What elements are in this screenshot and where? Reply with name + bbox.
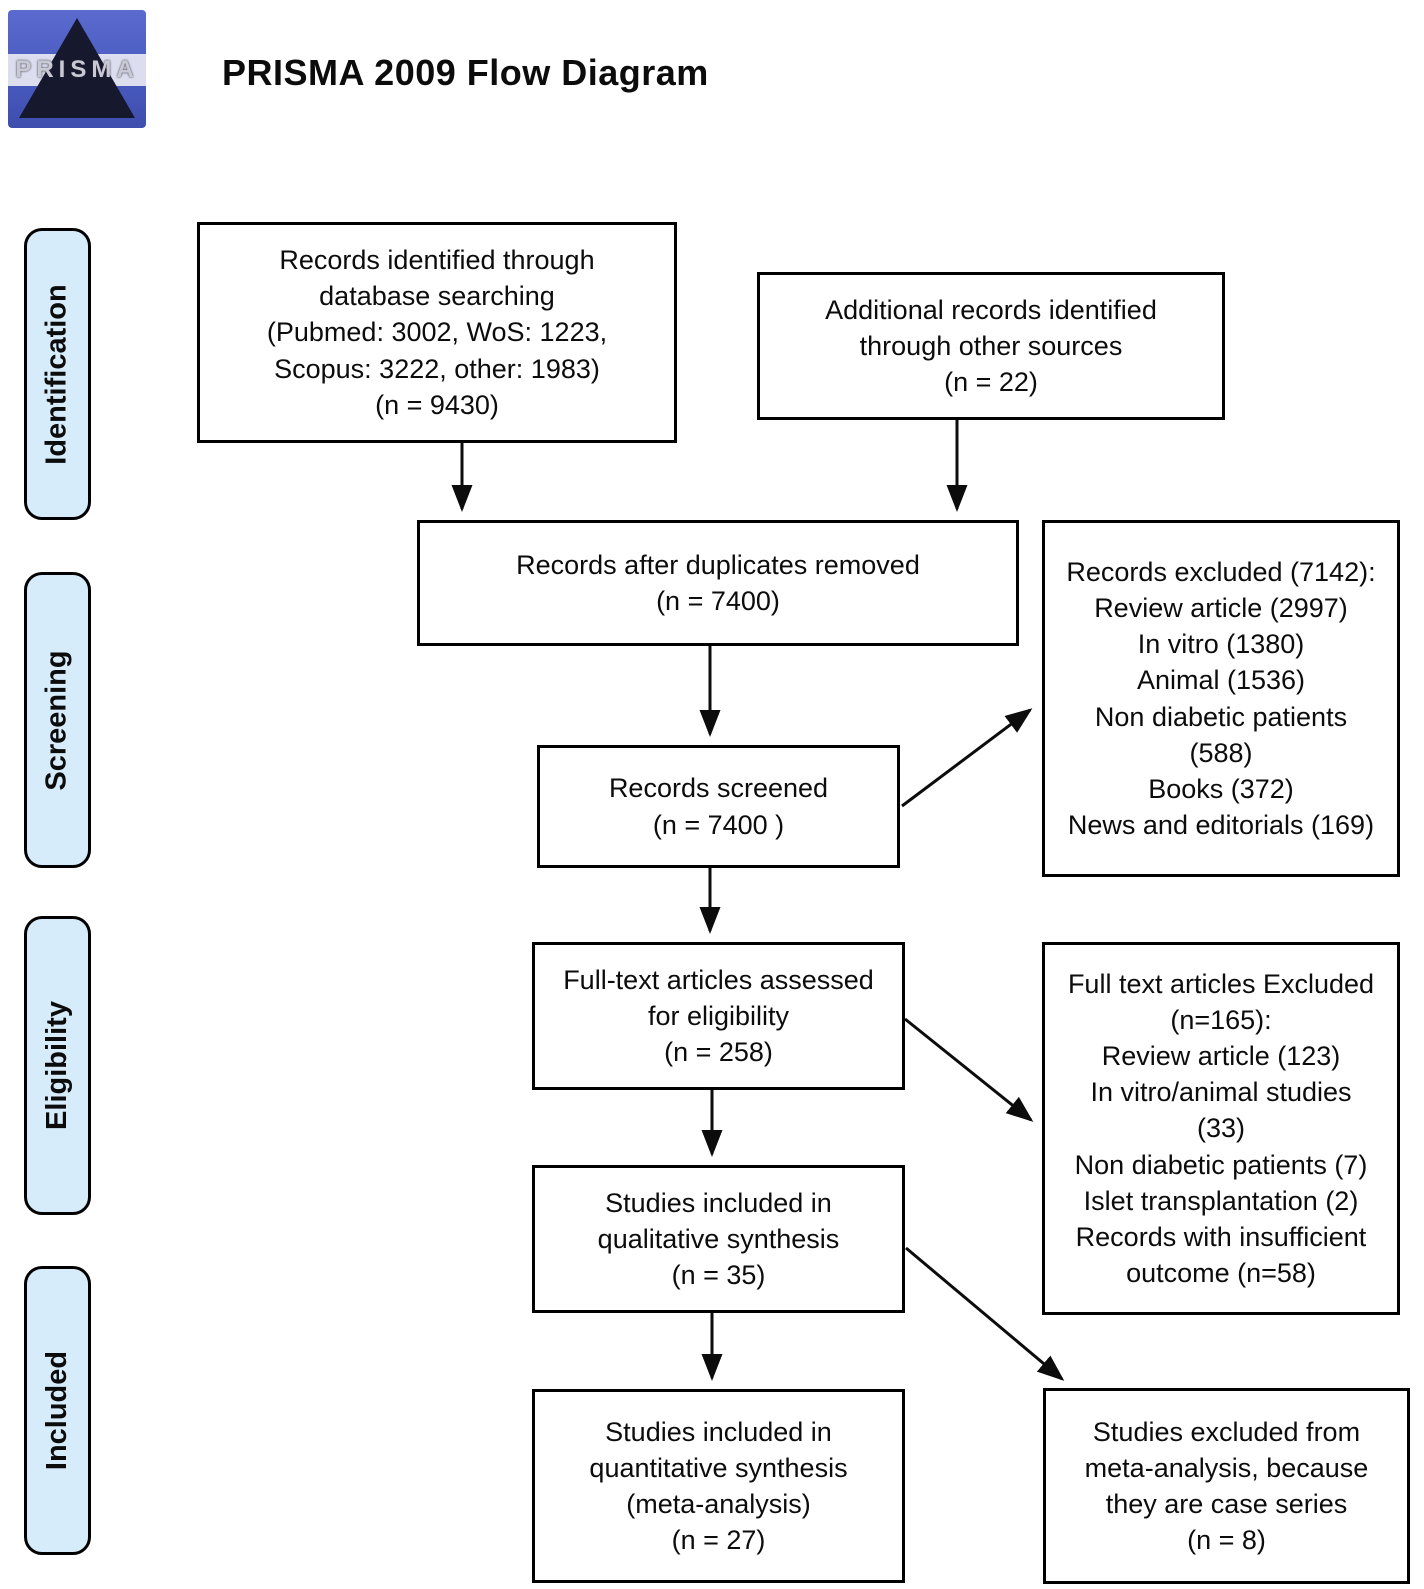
- arrow-fulltext-to-fulltext-excluded: [904, 1017, 1034, 1122]
- node-records-excluded: Records excluded (7142): Review article …: [1042, 520, 1400, 877]
- phase-label-eligibility: Eligibility: [24, 916, 91, 1215]
- prisma-logo: PRISMA: [8, 10, 146, 128]
- phase-label-identification: Identification: [24, 228, 91, 520]
- node-text: Records after duplicates removed (n = 74…: [516, 549, 920, 616]
- logo-pyramid-icon: [19, 18, 135, 118]
- node-text: Records screened (n = 7400 ): [608, 773, 829, 840]
- node-text: Studies included in qualitative synthesi…: [597, 1187, 840, 1291]
- phase-label-text: Screening: [41, 649, 73, 791]
- node-text: Additional records identified through ot…: [825, 294, 1157, 398]
- node-records-screened: Records screened (n = 7400 ): [537, 745, 900, 868]
- phase-label-included: Included: [24, 1266, 91, 1555]
- node-text: Full text articles Excluded (n=165): Rev…: [1067, 968, 1375, 1289]
- page-title: PRISMA 2009 Flow Diagram: [222, 52, 709, 93]
- node-records-after-duplicates: Records after duplicates removed (n = 74…: [417, 520, 1019, 646]
- node-fulltext-assessed: Full-text articles assessed for eligibil…: [532, 942, 905, 1090]
- node-text: Records identified through database sear…: [266, 245, 608, 420]
- node-additional-records: Additional records identified through ot…: [757, 272, 1225, 420]
- node-text: Studies included in quantitative synthes…: [589, 1416, 848, 1556]
- node-quantitative-synthesis: Studies included in quantitative synthes…: [532, 1389, 905, 1583]
- phase-label-text: Identification: [41, 283, 74, 465]
- phase-label-text: Eligibility: [41, 1001, 73, 1130]
- node-fulltext-excluded: Full text articles Excluded (n=165): Rev…: [1042, 942, 1400, 1315]
- node-qualitative-synthesis: Studies included in qualitative synthesi…: [532, 1165, 905, 1313]
- node-text: Full-text articles assessed for eligibil…: [563, 964, 874, 1068]
- arrow-screened-to-excluded: [901, 708, 1033, 808]
- node-text: Records excluded (7142): Review article …: [1066, 556, 1376, 841]
- phase-label-screening: Screening: [24, 572, 91, 868]
- node-excluded-from-meta-analysis: Studies excluded from meta-analysis, bec…: [1043, 1388, 1410, 1584]
- node-text: Studies excluded from meta-analysis, bec…: [1084, 1416, 1369, 1556]
- node-records-identified: Records identified through database sear…: [197, 222, 677, 443]
- logo-wordmark: PRISMA: [15, 56, 139, 83]
- arrow-qualitative-to-meta-excluded: [905, 1246, 1065, 1381]
- phase-label-text: Included: [41, 1350, 74, 1471]
